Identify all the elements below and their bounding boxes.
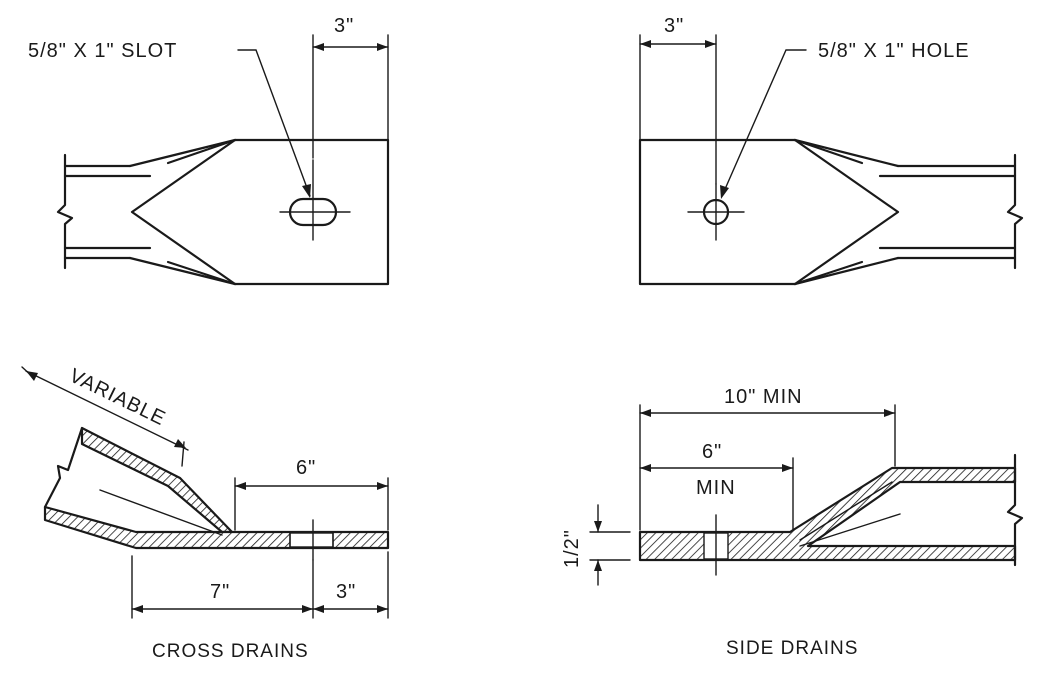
- side-drains-caption: SIDE DRAINS: [726, 638, 858, 659]
- side-dim-6: 6": [702, 441, 722, 463]
- cross-drains-caption: CROSS DRAINS: [152, 641, 309, 662]
- cross-drains-section: VARIABLE 6" 7" 3" CROSS DRAINS: [21, 365, 390, 662]
- cross-drain-hole: [289, 532, 334, 548]
- top-left-plan: 3" 5/8" X 1" SLOT: [28, 15, 390, 286]
- top-right-plan: 3" 5/8" X 1" HOLE: [638, 15, 1024, 286]
- slot-label: 5/8" X 1" SLOT: [28, 40, 177, 62]
- side-dim-10-min: 10" MIN: [724, 386, 803, 408]
- top-left-dim-3: 3": [334, 15, 354, 37]
- side-dim-6-min: MIN: [696, 477, 736, 499]
- side-dim-half: 1/2": [561, 529, 583, 568]
- top-right-dim-3: 3": [664, 15, 684, 37]
- hole-label: 5/8" X 1" HOLE: [818, 40, 970, 62]
- cross-dim-3: 3": [336, 581, 356, 603]
- cross-dim-6: 6": [296, 457, 316, 479]
- side-drains-section: 10" MIN 6" MIN 1/2" SIDE DRAINS: [561, 386, 1024, 659]
- cross-dim-7: 7": [210, 581, 230, 603]
